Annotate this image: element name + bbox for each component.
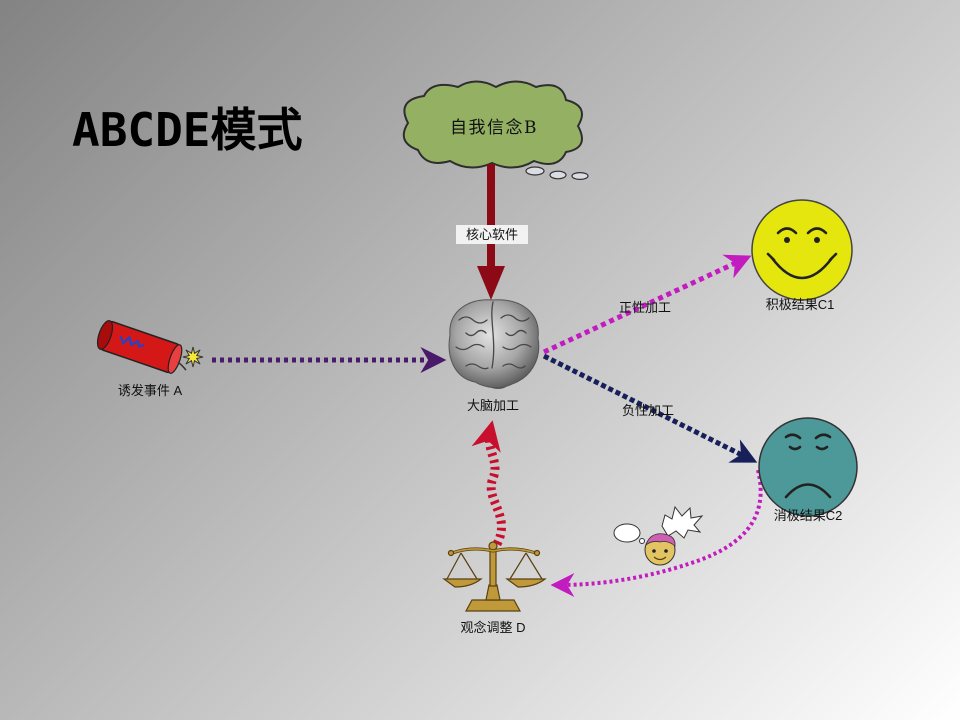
scale-base xyxy=(464,599,522,612)
dynamite-stick xyxy=(96,320,187,374)
scale-beam-end xyxy=(447,549,455,557)
core-arrow-head xyxy=(477,266,505,300)
cloud-bubble xyxy=(549,170,567,180)
right-eyebrow xyxy=(806,227,828,235)
cartoon-mouth xyxy=(653,556,667,561)
dynamite-cap xyxy=(167,344,183,374)
brain-fold xyxy=(500,314,530,322)
negative-processing-label: 负性加工 xyxy=(622,403,674,418)
scale-beam-highlight xyxy=(451,548,537,554)
thinking-face-icon xyxy=(613,505,704,566)
right-pan xyxy=(505,578,547,588)
thought-bubble-tail xyxy=(639,538,645,544)
smile-mouth xyxy=(770,256,834,280)
dynamite-marking xyxy=(119,335,145,348)
thought-bubble xyxy=(613,523,641,543)
core-label-box xyxy=(456,225,528,244)
adjustment-arrow xyxy=(471,420,506,547)
cloud-bubble xyxy=(525,166,545,176)
dynamite-icon xyxy=(96,320,204,374)
cloud-shape xyxy=(402,80,583,169)
left-eye xyxy=(788,445,802,451)
positive-processing-label: 正性加工 xyxy=(619,300,671,315)
right-eye xyxy=(815,445,829,451)
scale-pillar xyxy=(489,550,497,587)
scale-foot xyxy=(485,584,501,601)
belief-label: 自我信念B xyxy=(450,117,538,138)
left-eyebrow xyxy=(784,433,802,440)
right-eyebrow xyxy=(814,433,832,440)
cartoon-eye xyxy=(652,549,656,553)
core-software-label: 核心软件 xyxy=(466,227,518,242)
brain-fold xyxy=(455,343,485,351)
right-pan-strings xyxy=(509,552,543,580)
brain-icon xyxy=(448,299,540,389)
left-eye xyxy=(784,237,790,243)
smiley-face-icon xyxy=(751,199,853,301)
smiley-face xyxy=(751,199,853,301)
negative-arrow xyxy=(542,353,758,463)
slide-title: ABCDE模式 xyxy=(72,103,302,157)
brain-fold xyxy=(505,329,527,337)
positive-result-label: 积极结果C1 xyxy=(766,297,835,312)
scale-beam-end xyxy=(533,549,541,557)
core-arrow-shaft xyxy=(487,164,495,268)
cartoon-eye xyxy=(664,549,668,553)
dynamite-fuse xyxy=(177,361,187,371)
positive-arrow xyxy=(542,254,752,355)
thought-cloud-icon xyxy=(402,80,589,181)
smile-cheek xyxy=(828,252,838,262)
right-eye xyxy=(814,237,820,243)
sad-face-icon xyxy=(758,417,858,517)
cloud-bubble xyxy=(571,172,589,181)
left-pan xyxy=(442,578,483,588)
brain-fold xyxy=(465,329,487,337)
trigger-event-label: 诱发事件 A xyxy=(118,383,183,398)
brain-fold xyxy=(465,363,489,370)
brain-fold xyxy=(502,363,526,369)
brain-fold xyxy=(491,301,495,369)
brain-fold xyxy=(502,343,532,351)
brain-label: 大脑加工 xyxy=(467,398,519,413)
smile-cheek xyxy=(766,252,776,262)
sad-face xyxy=(758,417,858,517)
negative-result-label: 消极结果C2 xyxy=(774,508,843,523)
cartoon-hair xyxy=(645,533,676,547)
brain-fold xyxy=(458,316,488,324)
core-arrow xyxy=(477,164,505,300)
balance-scale-icon xyxy=(442,541,547,612)
exclamation-bubble xyxy=(661,505,704,539)
belief-adjustment-label: 观念调整 D xyxy=(460,620,525,635)
spark-icon xyxy=(182,346,204,368)
feedback-arrow xyxy=(550,469,763,597)
left-eyebrow xyxy=(776,227,798,235)
left-pan-strings xyxy=(446,552,478,580)
frown-mouth xyxy=(784,483,832,499)
dynamite-end xyxy=(96,320,114,350)
